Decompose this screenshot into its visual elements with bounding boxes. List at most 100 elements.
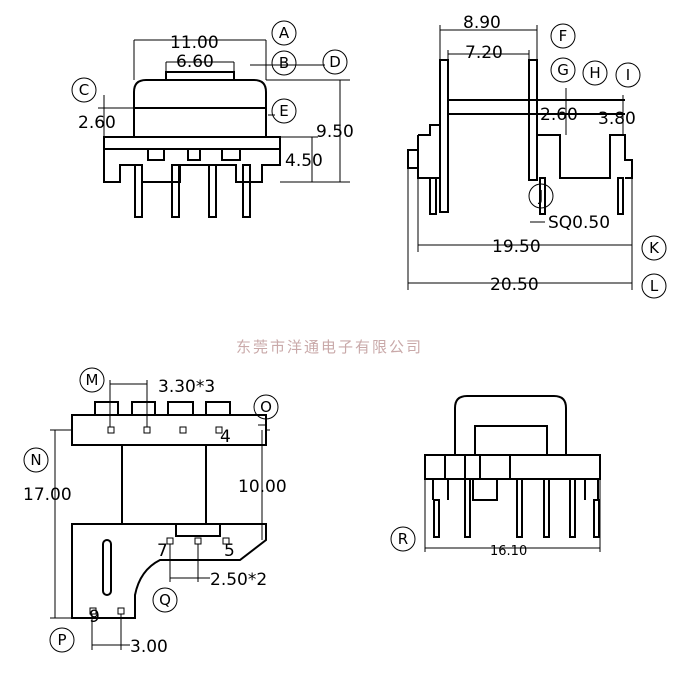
side-left-tab xyxy=(417,124,440,179)
label-o: O xyxy=(253,394,279,420)
pin-number-4: 4 xyxy=(220,427,231,447)
dim-6-60: 6.60 xyxy=(176,52,214,72)
svg-text:Q: Q xyxy=(159,591,171,609)
svg-text:M: M xyxy=(86,371,99,389)
top-pin-blocks xyxy=(94,401,231,415)
svg-text:O: O xyxy=(260,398,272,416)
base-slots xyxy=(147,149,241,161)
svg-text:B: B xyxy=(279,54,289,72)
core-top-lip xyxy=(165,71,235,80)
pin xyxy=(242,164,251,218)
pin-hole xyxy=(143,426,151,434)
pin-hole xyxy=(117,607,125,615)
label-m: M xyxy=(79,367,105,393)
dim-8-90: 8.90 xyxy=(463,13,501,33)
pin-hole xyxy=(222,537,230,545)
side-knob xyxy=(407,149,419,169)
label-q: Q xyxy=(152,587,178,613)
label-r: R xyxy=(390,526,416,552)
pin-hole xyxy=(194,537,202,545)
label-n: N xyxy=(23,447,49,473)
top-flange xyxy=(71,414,267,446)
dim-10-00: 10.00 xyxy=(238,477,287,497)
pin xyxy=(171,164,180,218)
label-i: I xyxy=(615,62,641,88)
rear-core xyxy=(454,395,567,455)
side-right-body xyxy=(537,134,633,179)
dim-19-50: 19.50 xyxy=(492,237,541,257)
side-pin xyxy=(539,177,546,215)
dim-7-20: 7.20 xyxy=(465,43,503,63)
dim-17-00: 17.00 xyxy=(23,485,72,505)
svg-text:I: I xyxy=(626,66,630,84)
rear-view: 16.10 R xyxy=(390,395,601,559)
svg-text:D: D xyxy=(329,53,341,71)
pin-hole xyxy=(179,426,187,434)
svg-text:E: E xyxy=(279,102,288,120)
svg-text:L: L xyxy=(650,277,659,295)
side-pin xyxy=(429,177,437,215)
label-f: F xyxy=(550,23,576,49)
svg-text:R: R xyxy=(398,530,408,548)
dim-4-50: 4.50 xyxy=(285,151,323,171)
svg-text:C: C xyxy=(79,81,89,99)
pin-number-7: 7 xyxy=(157,541,168,561)
label-d: D xyxy=(322,49,348,75)
label-b: B xyxy=(271,50,297,76)
pin xyxy=(134,164,143,218)
dim-sq0-50: SQ0.50 xyxy=(548,213,610,233)
slot xyxy=(102,539,112,596)
core-outline xyxy=(133,79,267,137)
svg-text:J: J xyxy=(538,187,543,205)
bottom-flange xyxy=(71,523,267,619)
dim-11-00: 11.00 xyxy=(170,33,219,53)
svg-text:A: A xyxy=(279,24,290,42)
label-p: P xyxy=(49,627,75,653)
pin-hole xyxy=(215,426,223,434)
pin xyxy=(208,164,217,218)
pin-hole xyxy=(89,607,97,615)
front-view: 11.00 6.60 2.60 9.50 4.50 A B C D E xyxy=(71,20,354,218)
bottom-block xyxy=(175,523,221,537)
top-view: 4 7 5 9 3.30*3 17.00 10.00 2.50*2 3.00 M… xyxy=(23,367,287,657)
svg-text:P: P xyxy=(57,631,66,649)
rear-base xyxy=(432,479,599,501)
company-watermark: 东莞市洋通电子有限公司 xyxy=(236,338,423,356)
rear-core-window xyxy=(474,425,548,456)
label-a: A xyxy=(271,20,297,46)
dim-9-50: 9.50 xyxy=(316,122,354,142)
rear-pin xyxy=(593,499,600,538)
rear-flange xyxy=(424,454,601,480)
svg-text:N: N xyxy=(30,451,41,469)
rear-pin xyxy=(543,478,550,538)
label-h: H xyxy=(582,60,608,86)
svg-text:K: K xyxy=(649,239,660,257)
side-flange-mid xyxy=(528,59,538,181)
pin-number-5: 5 xyxy=(224,541,235,561)
svg-text:H: H xyxy=(589,64,600,82)
label-j: J xyxy=(528,183,554,209)
label-c: C xyxy=(71,77,97,103)
rear-pin xyxy=(569,478,576,538)
label-l: L xyxy=(641,273,667,299)
side-pin xyxy=(617,177,624,215)
base-outline xyxy=(103,149,281,183)
label-g: G xyxy=(550,57,576,83)
dim-3-80: 3.80 xyxy=(598,109,636,129)
dim-3-00: 3.00 xyxy=(130,637,168,657)
dim-2-60: 2.60 xyxy=(78,113,116,133)
label-e: E xyxy=(271,98,297,124)
dim-2-60: 2.60 xyxy=(540,105,578,125)
dim-2-50x2: 2.50*2 xyxy=(210,570,267,590)
side-flange-left xyxy=(439,59,449,213)
rear-pin xyxy=(516,478,523,538)
pin-hole xyxy=(166,537,174,545)
dim-20-50: 20.50 xyxy=(490,275,539,295)
rear-pin xyxy=(464,478,471,538)
rear-pin xyxy=(433,499,440,538)
dim-3-30x3: 3.30*3 xyxy=(158,377,215,397)
side-view: 8.90 7.20 2.60 3.80 SQ0.50 19.50 20.50 F… xyxy=(407,13,667,299)
dim-16-10: 16.10 xyxy=(490,544,527,559)
svg-text:F: F xyxy=(559,27,568,45)
